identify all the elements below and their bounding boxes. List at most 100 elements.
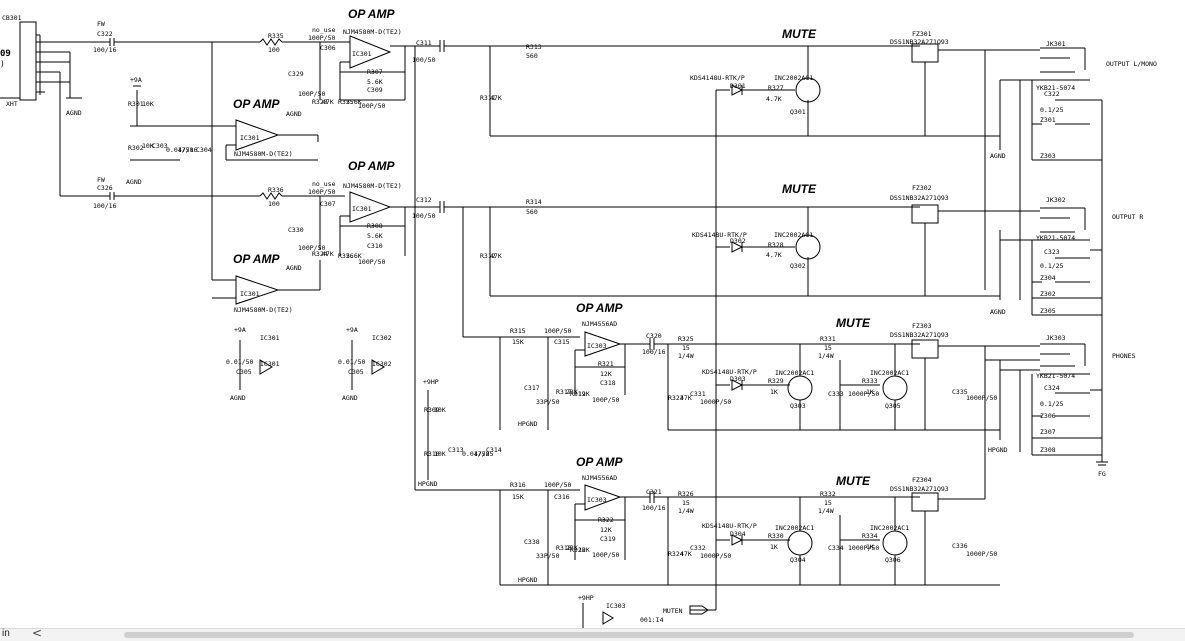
r307-value: 5.6K [367,78,383,86]
c314-label: C314 [486,446,502,454]
jk303-part: YKB21-5074 [1036,372,1075,380]
fg-label: FG [1098,470,1106,478]
r323b-label: R323 [668,394,684,402]
plus9hp-1: +9HP [423,378,439,386]
c314-value: 47/25 [474,450,494,458]
ic301b-ref: IC301 [240,134,260,142]
opamp-header-4: OP AMP [233,252,280,266]
r323b-value: 47K [680,394,692,402]
z305-label: Z305 [1040,307,1056,315]
phones-label: PHONES [1112,352,1136,360]
r331-value: 15 [824,344,832,352]
muten-label: MUTEN [663,607,683,615]
r319-value: 12K [578,390,590,398]
r320-value: 12K [578,546,590,554]
output-r-label: OUTPUT R [1112,213,1143,221]
cb-partnum: 09 [0,49,11,59]
scroll-left-arrow-icon[interactable]: < [32,626,43,640]
hpgnd-4: HPGND [988,446,1008,454]
r302-label: R302 [128,144,144,152]
q303-part: INC2002AC1 [775,369,814,377]
c310-label: C310 [367,242,383,250]
d301-part: KDS4148U-RTK/P [690,74,745,82]
q302-part: INC2002AC1 [774,231,813,239]
opamp-header-2: OP AMP [233,97,280,111]
r310-label: R310 [424,450,440,458]
opamp-header-3: OP AMP [348,159,395,173]
ic301a-part: NJM4580M-D(TE2) [343,28,402,36]
q304-ref: Q304 [790,556,806,564]
plus9hp-2: +9HP [578,594,594,602]
agnd-1: AGND [66,109,82,117]
plus9a-3: +9A [346,326,358,334]
ic303-power-ref: IC303 [606,602,626,610]
r320-label: R320 [570,546,586,554]
r336-label: R336 [268,186,284,194]
c324-value: 0.1/25 [1040,400,1064,408]
ic303b-ref: IC303 [587,496,607,504]
c336-label: C336 [952,542,968,550]
r316-label: R316 [510,481,526,489]
c331-label: C331 [690,390,706,398]
ic301b-part: NJM4580M-D(TE2) [234,150,293,158]
r325b-watt: 1/4W [678,352,694,360]
d304-ref: D304 [730,530,746,538]
d302-part: KDS4148U-RTK/P [692,231,747,239]
ic301-power-ref: IC301 [260,334,280,342]
c316-value: 100P/50 [544,481,571,489]
d303-ref: D303 [730,375,746,383]
ic302a-ref: IC301 [352,205,372,213]
mute-ref: 001:I4 [640,616,664,624]
agnd-8: AGND [990,308,1006,316]
c315-label: C315 [554,338,570,346]
r316-value: 15K [512,493,524,501]
r311-value: 47K [490,94,502,102]
c312-label: C312 [416,196,432,204]
mute-header-2: MUTE [782,182,817,196]
d303-part: KDS4148U-RTK/P [702,368,757,376]
c335-value: 1000P/50 [966,394,997,402]
ic302b-ref: IC301 [240,290,260,298]
opamp-header-5: OP AMP [576,301,623,315]
plus9a-1: +9A [130,76,142,84]
fz302-part: DSS1NB32A271Q93 [890,194,949,202]
r315-value: 15K [512,338,524,346]
horizontal-scrollbar[interactable] [124,632,1134,638]
opamp-header-1: OP AMP [348,7,395,21]
jk301-ref: JK301 [1046,40,1066,48]
r317-value: 22K [566,388,578,396]
r322-value: 12K [600,526,612,534]
zoom-label: in [2,628,10,639]
c336-value: 1000P/50 [966,550,997,558]
r332-watt: 1/4W [818,507,834,515]
z308-label: Z308 [1040,446,1056,454]
r301-label: R301 [128,100,144,108]
c309-label: C309 [367,86,383,94]
r307-label: R307 [367,68,383,76]
c322-label: C322 [97,30,113,38]
agnd-4: AGND [286,264,302,272]
c323-label: C323 [1044,248,1060,256]
c321-label: C321 [646,488,662,496]
r333-value: 1K [866,388,874,396]
r326b-value: 15 [682,499,690,507]
r332-value: 15 [824,499,832,507]
agnd-6: AGND [342,394,358,402]
ic301a-ref: IC301 [352,50,372,58]
r324-label: R324 [312,250,328,258]
c334-value: 1000P/50 [848,544,879,552]
jk302-part: YKB21-5074 [1036,234,1075,242]
c304-value: 47/16 [178,146,198,154]
r326b-watt: 1/4W [678,507,694,515]
c333-label: C333 [828,390,844,398]
jk301-part: YKB21-5074 [1036,84,1075,92]
r329-value: 1K [770,388,778,396]
fz302-ref: FZ302 [912,184,932,192]
r321-value: 12K [600,370,612,378]
q301-part: INC2002AC1 [774,74,813,82]
r309-label: R309 [424,406,440,414]
c305b-value: 0.01/50 [338,358,365,366]
ic302-power-ref2: IC302 [372,360,392,368]
c319-label: C319 [600,535,616,543]
r325b-label: R325 [678,335,694,343]
